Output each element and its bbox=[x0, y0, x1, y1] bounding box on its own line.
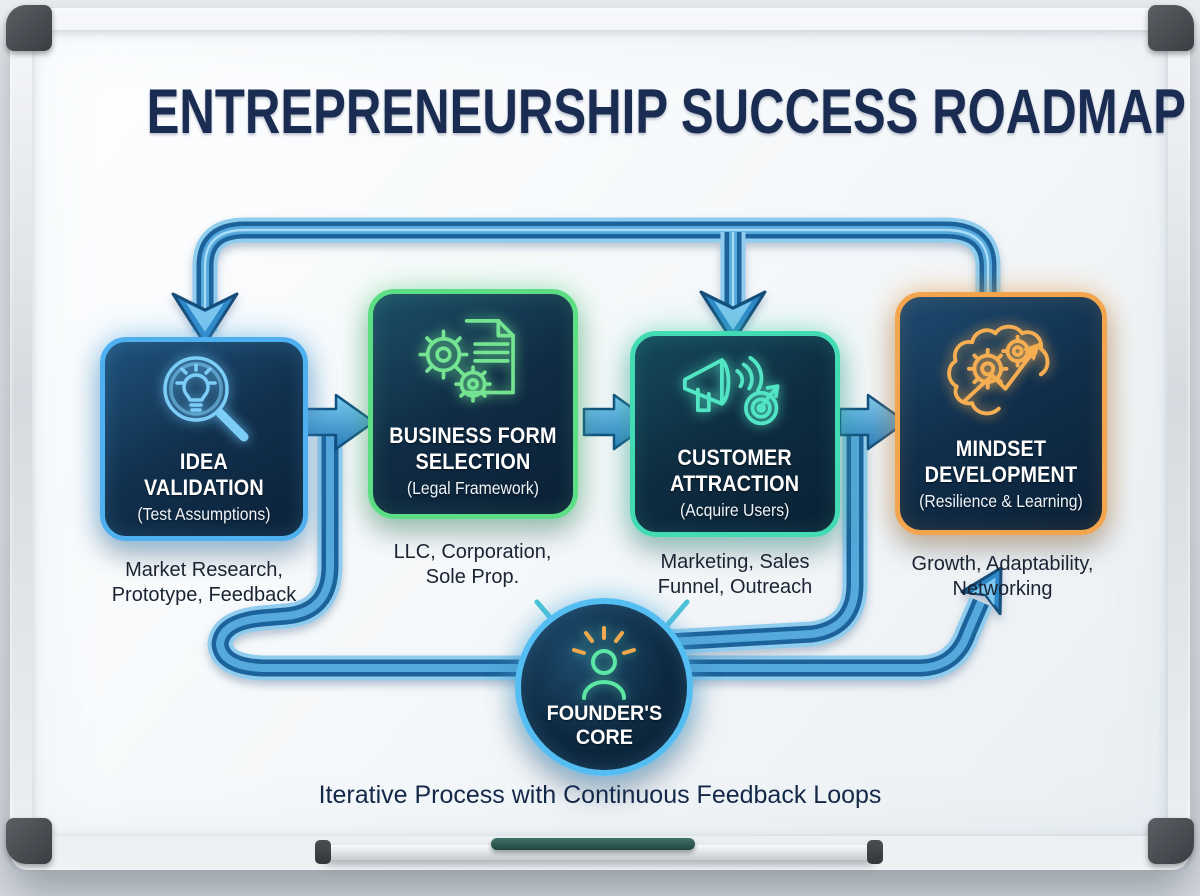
stage-title: MINDSET bbox=[955, 435, 1047, 461]
marker-tray bbox=[315, 838, 883, 864]
stage-subtitle: (Legal Framework) bbox=[406, 477, 540, 498]
stage-title: ATTRACTION bbox=[670, 470, 800, 496]
loop-pipe-left bbox=[207, 430, 1003, 681]
stage-subtitle: (Resilience & Learning) bbox=[919, 490, 1083, 511]
stage-subtitle: (Acquire Users) bbox=[680, 499, 790, 520]
brain-gears-arrow-icon bbox=[947, 325, 1050, 416]
megaphone-target-icon bbox=[682, 356, 780, 426]
stage-idea-validation: IDEA VALIDATION (Test Assumptions) bbox=[100, 337, 308, 541]
tray-end-cap bbox=[315, 840, 331, 864]
magnifier-lightbulb-icon bbox=[163, 355, 249, 442]
stage-title: IDEA bbox=[179, 449, 229, 475]
stage-note-customer-attraction: Marketing, Sales Funnel, Outreach bbox=[657, 551, 813, 598]
page-title-wrap: ENTREPRENEURSHIP SUCCESS ROADMAP bbox=[0, 76, 1200, 148]
stage-customer-attraction: CUSTOMER ATTRACTION (Acquire Users) bbox=[630, 331, 840, 537]
gears-document-icon bbox=[418, 319, 515, 404]
stage-business-form-selection: BUSINESS FORM SELECTION (Legal Framework… bbox=[368, 289, 578, 519]
loop-arrowhead-customer bbox=[699, 290, 767, 344]
person-inspiration-icon bbox=[572, 626, 636, 700]
stage-mindset-development: MINDSET DEVELOPMENT (Resilience & Learni… bbox=[895, 292, 1107, 535]
loop-pipe-right bbox=[667, 430, 868, 655]
stage-title: CUSTOMER bbox=[677, 444, 793, 470]
stage-title: VALIDATION bbox=[144, 475, 264, 501]
stage-title: BUSINESS FORM bbox=[389, 422, 557, 448]
frame-corner-bottom-left bbox=[6, 818, 52, 864]
frame-corner-top-left bbox=[6, 5, 52, 51]
stage-note-idea-validation: Market Research, Prototype, Feedback bbox=[111, 559, 297, 606]
page-title: ENTREPRENEURSHIP SUCCESS ROADMAP bbox=[146, 77, 1186, 147]
loop-arrowhead-idea bbox=[171, 292, 239, 346]
stage-note-mindset-development: Growth, Adaptability, Networking bbox=[911, 553, 1094, 600]
frame-corner-top-right bbox=[1148, 5, 1194, 51]
frame-corner-bottom-right bbox=[1148, 818, 1194, 864]
core-title: FOUNDER'S bbox=[546, 702, 662, 725]
feedback-loop-top bbox=[171, 217, 1001, 346]
tray-end-cap bbox=[867, 840, 883, 864]
diagram-caption: Iterative Process with Continuous Feedba… bbox=[318, 781, 882, 809]
whiteboard-marker bbox=[491, 838, 695, 850]
stage-title: SELECTION bbox=[415, 448, 531, 474]
loop-arrowhead-mindset bbox=[960, 566, 1003, 616]
flow-arrow-3 bbox=[838, 393, 908, 451]
stage-subtitle: (Test Assumptions) bbox=[137, 504, 271, 525]
stage-note-business-form: LLC, Corporation, Sole Prop. bbox=[393, 541, 552, 588]
founders-core-node: FOUNDER'S CORE bbox=[515, 598, 693, 776]
flow-arrow-1 bbox=[298, 393, 376, 451]
stage-title: DEVELOPMENT bbox=[924, 461, 1078, 487]
core-title: CORE bbox=[575, 726, 633, 749]
